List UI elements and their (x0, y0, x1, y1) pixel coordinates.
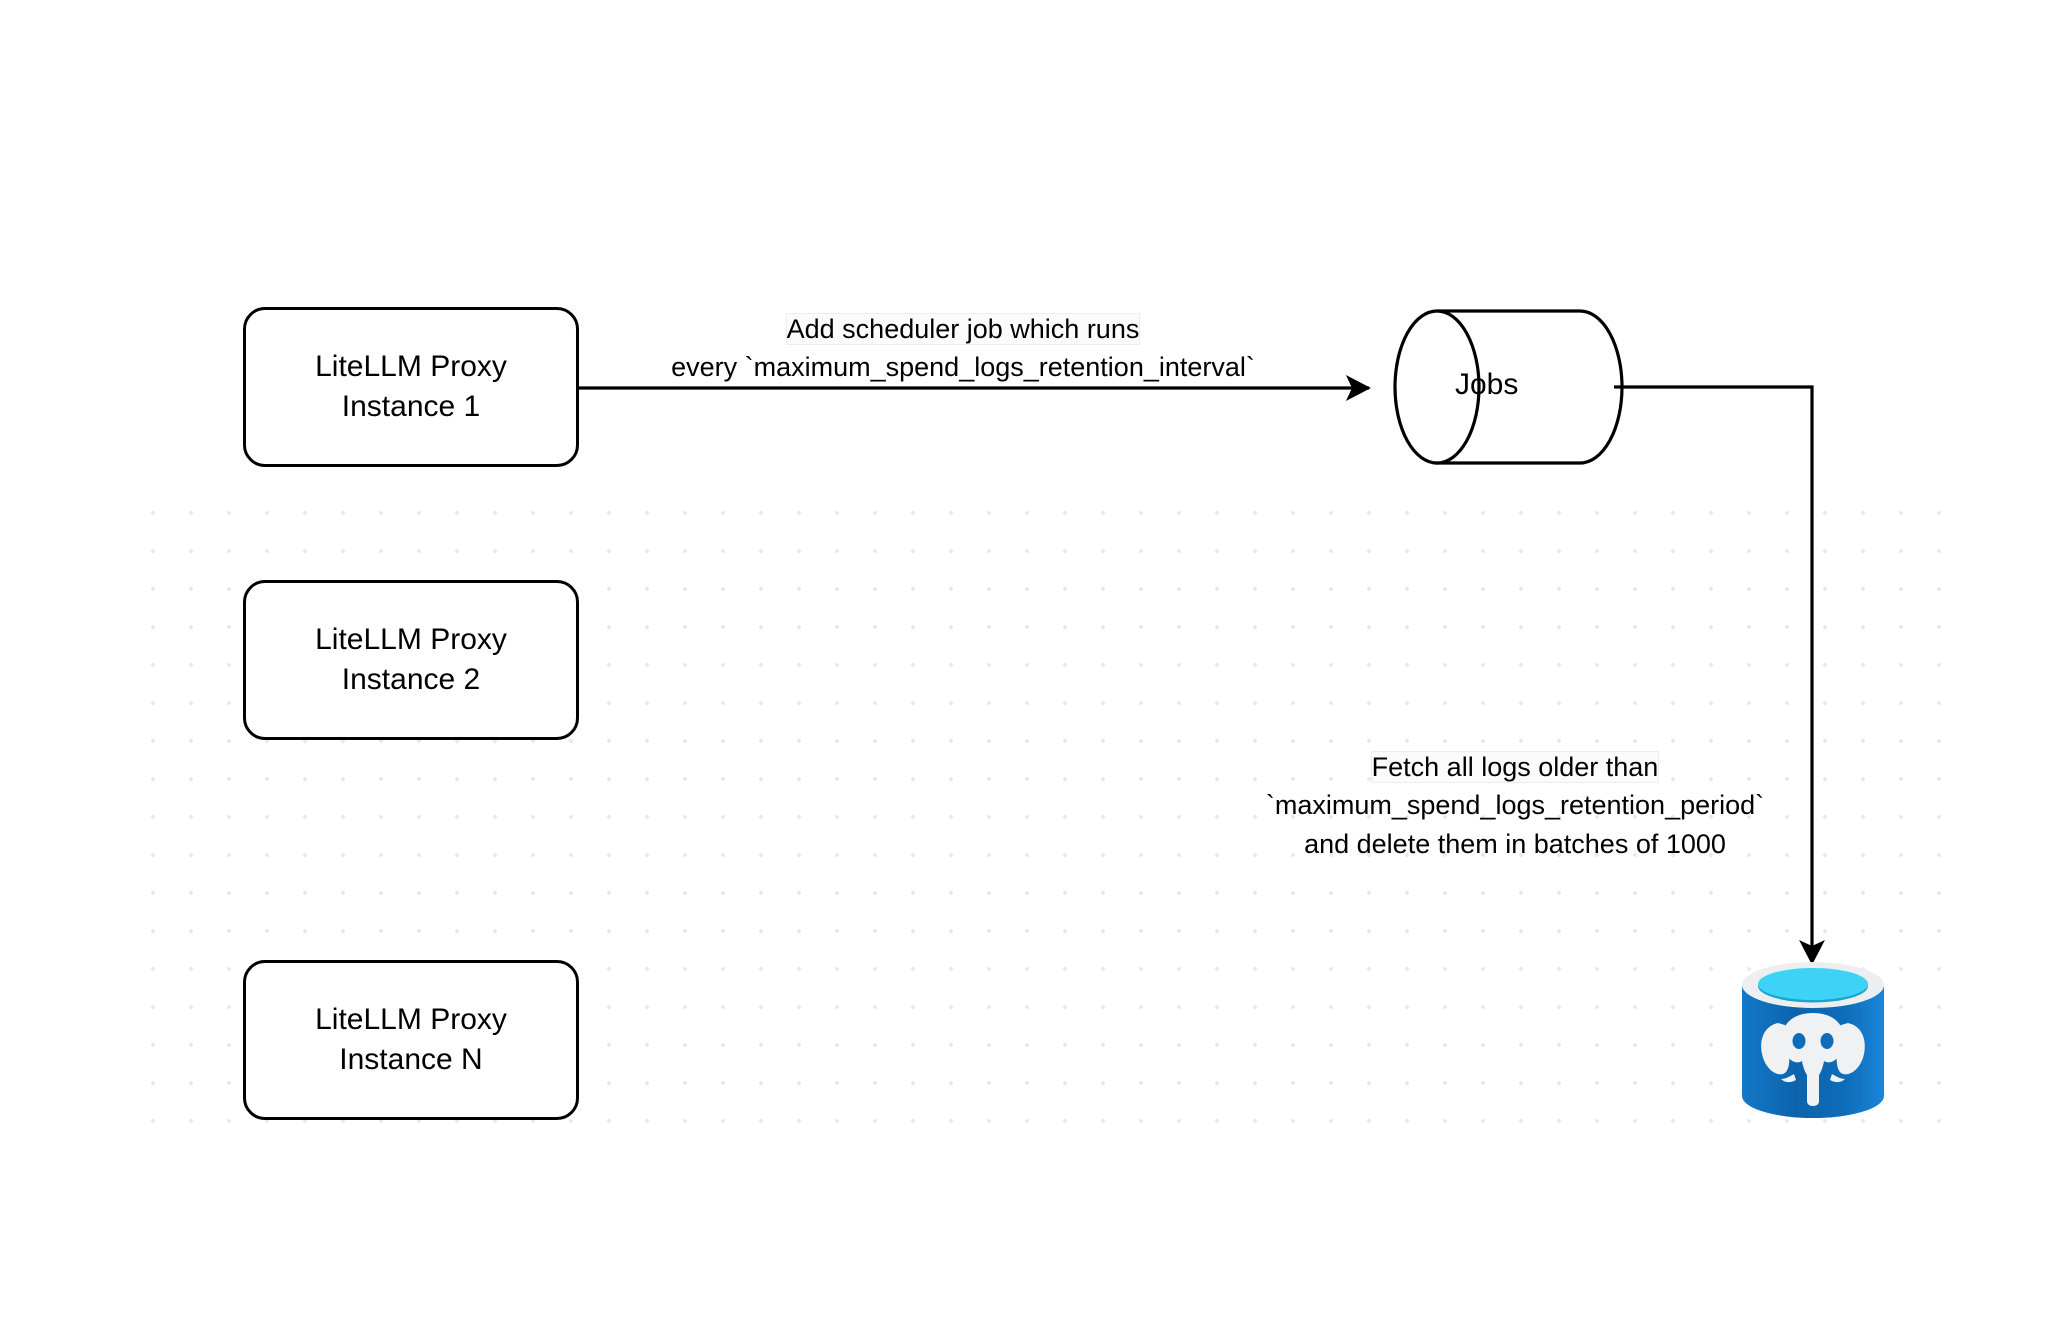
node-litellm-proxy-instance-n[interactable]: LiteLLM Proxy Instance N (243, 960, 579, 1120)
edge-jobs-to-postgres (1614, 385, 1825, 965)
edge-label-line-2: `maximum_spend_logs_retention_period` (1265, 790, 1765, 821)
node-label-line1: LiteLLM Proxy (315, 623, 507, 657)
elephant-eyes (1792, 1033, 1834, 1049)
node-litellm-proxy-instance-1[interactable]: LiteLLM Proxy Instance 1 (243, 307, 579, 467)
edge-label-line-3: and delete them in batches of 1000 (1304, 828, 1726, 859)
node-label-line2: Instance 2 (341, 663, 481, 696)
node-label-line2: Instance 1 (341, 390, 481, 423)
edge-label-line-1: Add scheduler job which runs (786, 314, 1140, 344)
db-opening (1758, 968, 1868, 1000)
node-label-line2: Instance N (339, 1043, 483, 1076)
jobs-cylinder[interactable] (1393, 309, 1624, 465)
node-label-jobs: Jobs (1455, 368, 1519, 401)
node-label-line1: LiteLLM Proxy (315, 1003, 507, 1037)
node-label-line1: LiteLLM Proxy (315, 350, 507, 384)
edge-label-line-2: every `maximum_spend_logs_retention_inte… (671, 352, 1255, 383)
edge-label-line-1: Fetch all logs older than (1371, 752, 1659, 782)
edge-label-fetch-and-delete-logs: Fetch all logs older than `maximum_spend… (1235, 748, 1795, 863)
edge-label-add-scheduler-job: Add scheduler job which runs every `maxi… (613, 310, 1313, 387)
postgresql-database-icon[interactable] (1737, 955, 1889, 1125)
node-litellm-proxy-instance-2[interactable]: LiteLLM Proxy Instance 2 (243, 580, 579, 740)
elephant-tusks (1781, 1074, 1845, 1083)
